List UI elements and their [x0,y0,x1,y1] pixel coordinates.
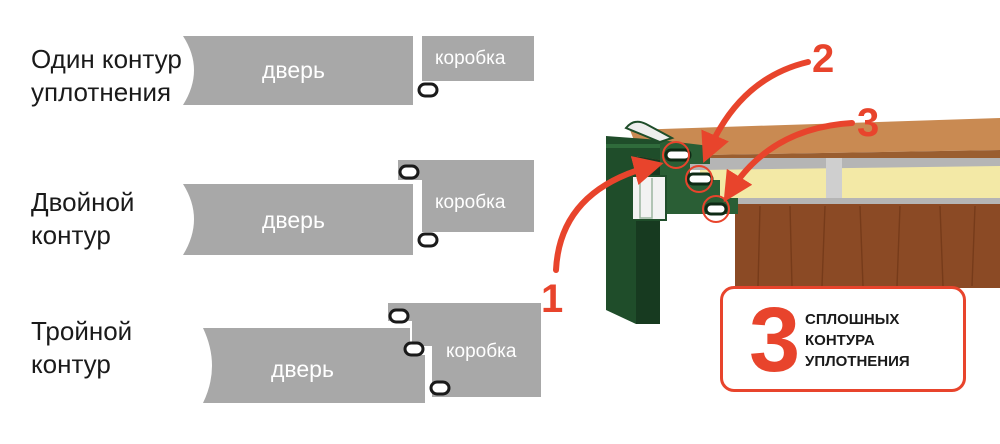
row-2-label-line-1: Двойной [31,187,135,217]
door-leaf [735,204,1000,288]
frame-panel [388,303,541,397]
row-2-label: Двойной контур [31,186,134,252]
seal-highlight [702,195,730,223]
door-label: дверь [262,57,325,83]
row-1-label-line-2: уплотнения [31,77,172,107]
seal-icon [704,202,728,216]
steel-frame [606,136,660,324]
frame-label: коробка [435,192,506,213]
callout-arrow-1 [553,156,664,273]
seal-icon [398,164,420,180]
frame-label: коробка [446,341,517,362]
door-panel [203,328,425,403]
door-cross-section [606,118,1000,324]
seal-icon [664,148,692,162]
callout-arrow-2 [701,59,811,164]
seal-count-badge: 3 СПЛОШНЫХ КОНТУРА УПЛОТНЕНИЯ [720,286,966,392]
seal-icon [429,380,451,396]
seal-highlight [685,165,713,193]
seal-icon [686,172,714,186]
seal-icon [388,308,410,324]
row-3-label-line-2: контур [31,349,111,379]
row-3-label-line-1: Тройной [31,316,133,346]
seal-icon [403,341,425,357]
frame-panel [422,36,534,81]
row-2-diagram: дверь коробка [183,160,534,255]
row-3-label: Тройной контур [31,315,132,381]
callout-number-1: 1 [541,277,563,321]
door-panel [183,36,413,105]
badge-number: 3 [749,289,801,391]
badge-line-3: УПЛОТНЕНИЯ [805,353,910,370]
insulation-layer [700,166,1000,204]
frame-label: коробка [435,48,506,69]
frame-panel [398,160,534,232]
callout-arrow-3 [723,120,855,203]
door-label: дверь [262,207,325,233]
door-label: дверь [271,356,334,382]
badge-line-1: СПЛОШНЫХ [805,311,900,328]
row-2-label-line-2: контур [31,220,111,250]
badge-line-2: КОНТУРА [805,332,875,349]
door-panel [183,184,413,255]
row-1-diagram: дверь коробка [183,36,534,105]
row-1-label-line-1: Один контур [31,44,182,74]
callout-number-2: 2 [812,37,834,81]
seal-icon [417,82,439,98]
callout-number-3: 3 [857,101,879,145]
row-1-label: Один контур уплотнения [31,43,182,109]
seal-icon [417,232,439,248]
badge-text: СПЛОШНЫХ КОНТУРА УПЛОТНЕНИЯ [805,309,910,372]
seal-highlight [662,141,690,169]
row-3-diagram: дверь коробка [203,303,541,403]
